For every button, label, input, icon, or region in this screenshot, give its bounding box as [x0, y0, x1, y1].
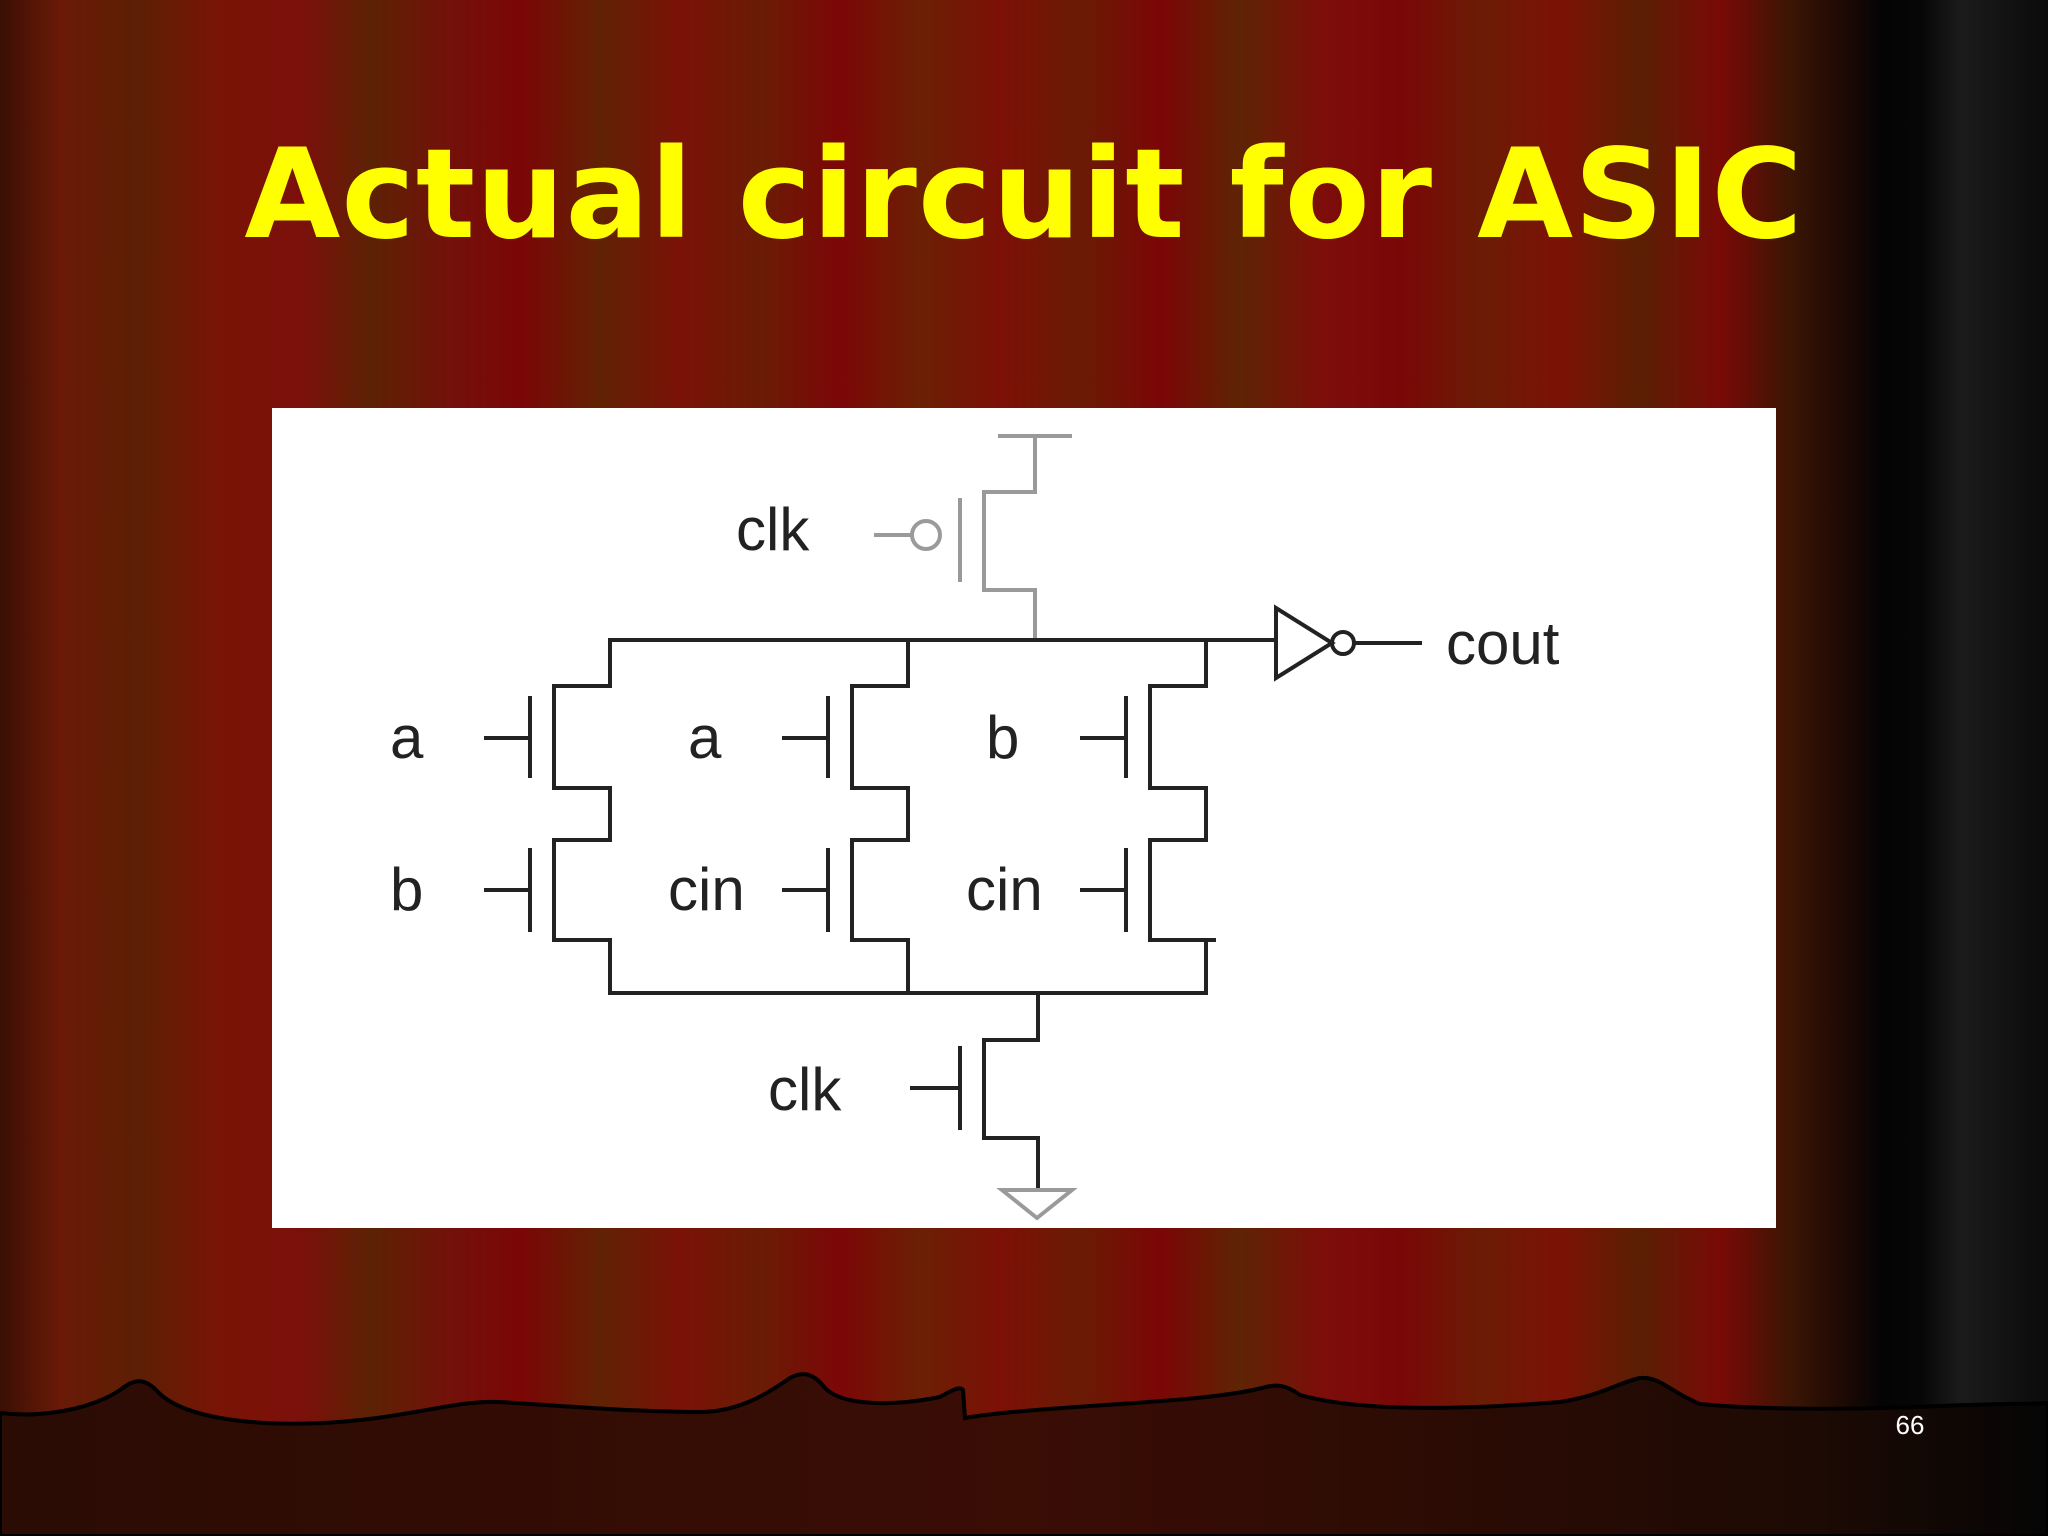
slide-title: Actual circuit for ASIC: [244, 123, 1804, 267]
label-clk-top: clk: [736, 496, 810, 563]
label-b-left: b: [390, 856, 423, 923]
output-inverter: [1274, 604, 1422, 682]
pmos-precharge-transistor: [874, 434, 1072, 642]
page-number: 66: [1895, 1410, 1925, 1440]
label-cin-right: cin: [966, 856, 1043, 923]
circuit-diagram: clk cout a a b b cin cin clk: [272, 408, 1776, 1228]
label-a-left: a: [390, 704, 424, 771]
circuit-schematic: clk cout a a b b cin cin clk: [390, 434, 1560, 1221]
label-cout: cout: [1446, 610, 1560, 677]
nmos-evaluate-transistor: [910, 991, 1040, 1192]
label-clk-bottom: clk: [768, 1056, 842, 1123]
label-cin-middle: cin: [668, 856, 745, 923]
label-a-middle: a: [688, 704, 722, 771]
pulldown-network: [484, 638, 1278, 995]
label-b-right: b: [986, 704, 1019, 771]
ground-icon: [996, 1188, 1078, 1221]
